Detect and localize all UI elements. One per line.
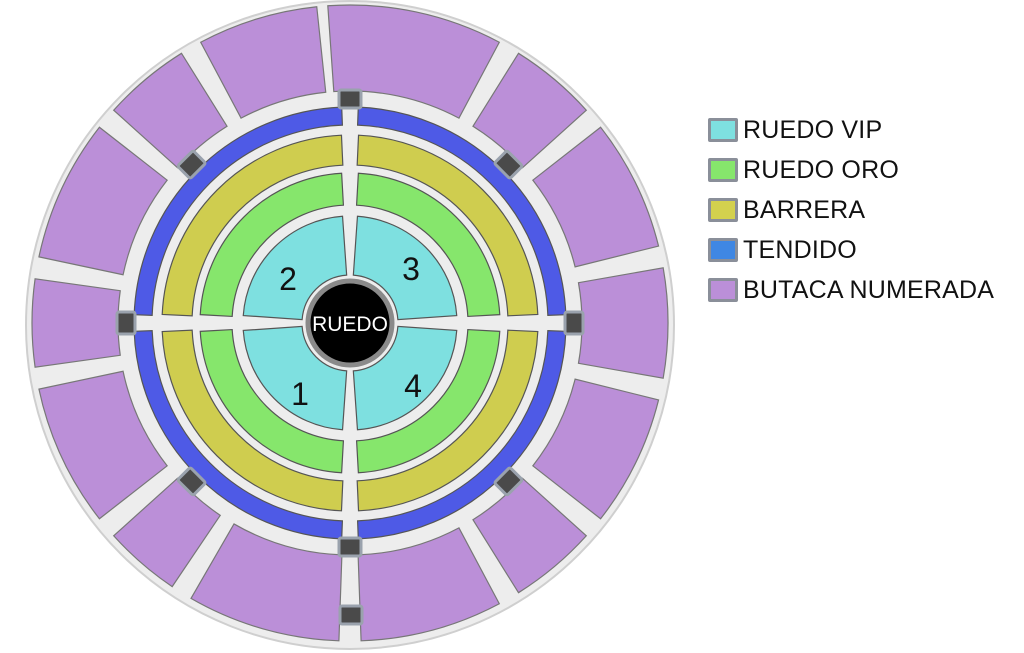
- legend: RUEDO VIP RUEDO ORO BARRERA TENDIDO BUTA…: [708, 110, 994, 310]
- butaca-numerada-block-10[interactable]: [112, 477, 222, 588]
- ruedo-vip-section-3[interactable]: [242, 215, 348, 321]
- butaca-numerada-block-4[interactable]: [531, 126, 660, 268]
- ruedo-vip-sections: [242, 215, 458, 431]
- legend-swatch-barrera: [708, 198, 738, 222]
- entrance-marker-3: [563, 310, 585, 336]
- barrera-section-3[interactable]: [161, 134, 344, 317]
- ruedo-oro-section-1[interactable]: [355, 328, 501, 474]
- legend-item-barrera[interactable]: BARRERA: [708, 190, 994, 230]
- butaca-numerada-block-1[interactable]: [199, 6, 327, 119]
- legend-label-tendido: TENDIDO: [743, 235, 857, 264]
- legend-item-butaca-numerada[interactable]: BUTACA NUMERADA: [708, 270, 994, 310]
- butaca-numerada-block-9[interactable]: [190, 523, 343, 642]
- legend-label-barrera: BARRERA: [743, 195, 866, 224]
- entrance-marker-5: [337, 536, 363, 558]
- butaca-numerada-sections: [31, 4, 669, 642]
- entrance-markers: [115, 88, 585, 626]
- butaca-numerada-block-11[interactable]: [38, 370, 169, 520]
- legend-label-ruedo-oro: RUEDO ORO: [743, 155, 899, 184]
- ruedo-oro-sections: [199, 172, 501, 474]
- butaca-numerada-block-13[interactable]: [38, 126, 169, 276]
- butaca-numerada-block-12[interactable]: [31, 278, 121, 368]
- entrance-marker-1: [337, 88, 363, 110]
- entrance-marker-8: [176, 149, 207, 180]
- legend-swatch-ruedo-vip: [708, 118, 738, 142]
- legend-item-ruedo-vip[interactable]: RUEDO VIP: [708, 110, 994, 150]
- ruedo-vip-section-4[interactable]: [352, 215, 458, 321]
- sector-number-3: 3: [402, 251, 420, 287]
- legend-swatch-tendido: [708, 238, 738, 262]
- tendido-section-2[interactable]: [133, 329, 344, 540]
- barrera-section-2[interactable]: [161, 329, 344, 512]
- legend-swatch-butaca-numerada: [708, 278, 738, 302]
- ruedo-center[interactable]: [305, 278, 395, 368]
- sector-number-1: 1: [291, 376, 309, 412]
- ruedo-vip-section-2[interactable]: [242, 325, 348, 431]
- legend-item-ruedo-oro[interactable]: RUEDO ORO: [708, 150, 994, 190]
- entrance-marker-outer-south: [338, 604, 364, 626]
- ruedo-oro-section-3[interactable]: [199, 172, 345, 318]
- legend-label-ruedo-vip: RUEDO VIP: [743, 115, 883, 144]
- legend-item-tendido[interactable]: TENDIDO: [708, 230, 994, 270]
- entrance-marker-6: [176, 466, 207, 497]
- butaca-numerada-block-5[interactable]: [577, 267, 669, 379]
- entrance-marker-7: [115, 310, 137, 336]
- butaca-numerada-block-2[interactable]: [327, 4, 501, 119]
- barrera-sections: [161, 134, 539, 512]
- barrera-section-1[interactable]: [356, 329, 539, 512]
- butaca-numerada-block-8[interactable]: [357, 527, 501, 642]
- butaca-numerada-block-6[interactable]: [531, 378, 660, 520]
- sector-number-2: 2: [279, 261, 297, 297]
- sector-number-4: 4: [404, 368, 422, 404]
- legend-label-butaca-numerada: BUTACA NUMERADA: [743, 275, 995, 304]
- entrance-marker-4: [493, 466, 524, 497]
- ruedo-oro-section-4[interactable]: [355, 172, 501, 318]
- tendido-section-4[interactable]: [356, 106, 567, 317]
- legend-swatch-ruedo-oro: [708, 158, 738, 182]
- entrance-marker-2: [493, 149, 524, 180]
- ruedo-vip-section-1[interactable]: [352, 325, 458, 431]
- ruedo-center-label: RUEDO: [312, 313, 388, 336]
- ruedo-oro-section-2[interactable]: [199, 328, 345, 474]
- tendido-section-3[interactable]: [133, 106, 344, 317]
- barrera-section-4[interactable]: [356, 134, 539, 317]
- tendido-section-1[interactable]: [356, 329, 567, 540]
- tendido-sections: [133, 106, 567, 540]
